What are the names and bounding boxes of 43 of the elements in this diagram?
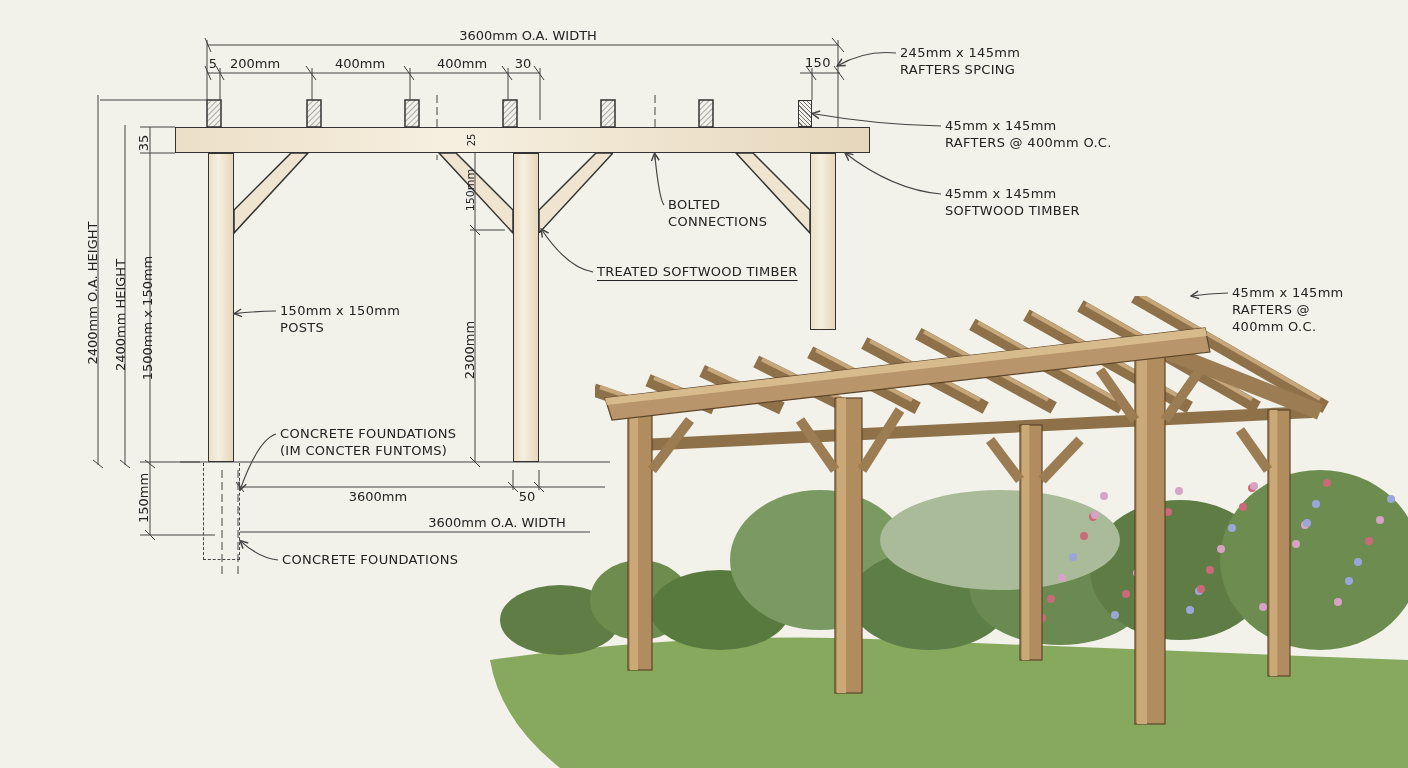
dimension-label: 1500mm x 150mm bbox=[139, 255, 155, 381]
dimension-label: 25 bbox=[465, 133, 477, 147]
beam bbox=[175, 127, 870, 153]
post bbox=[513, 153, 539, 462]
dimension-label: 400mm bbox=[436, 55, 488, 71]
callout-text: 150mm x 150mm POSTS bbox=[280, 302, 430, 336]
leader-line bbox=[540, 228, 594, 273]
dimension-label: 5 bbox=[208, 55, 218, 71]
callout-text: 45mm x 145mm RAFTERS @ 400mm O.C. bbox=[945, 117, 1117, 151]
dimension-label: 3600mm O.A. WIDTH bbox=[459, 27, 597, 43]
dimension-label: 150mm bbox=[463, 168, 477, 212]
callout-text: 245mm x 145mm RAFTERS SPCING bbox=[900, 44, 1050, 78]
dimension-label: 200mm bbox=[229, 55, 281, 71]
dimension-label: 2400mm HEIGHT bbox=[112, 258, 128, 372]
callout-text: CONCRETE FOUNDATIONS (IM CONCTER FUNTOMS) bbox=[280, 425, 462, 459]
leader-line bbox=[233, 308, 277, 318]
callout-text: CONCRETE FOUNDATIONS bbox=[282, 551, 492, 568]
rafter bbox=[798, 100, 812, 127]
post bbox=[810, 153, 836, 330]
dimension-label: 2300mm bbox=[461, 320, 477, 380]
dimension-label: 3600mm O.A. WIDTH bbox=[428, 514, 566, 530]
leader-line bbox=[1190, 290, 1229, 300]
callout-text: 150 bbox=[805, 54, 833, 71]
post bbox=[208, 153, 234, 462]
leader-line bbox=[239, 539, 279, 561]
callout-text: 45mm x 145mm SOFTWOOD TIMBER bbox=[945, 185, 1115, 219]
callout-text: TREATED SOFTWOOD TIMBER bbox=[597, 263, 812, 280]
callout-text: BOLTED CONNECTIONS bbox=[668, 196, 788, 230]
dimension-label: 3600mm bbox=[348, 488, 408, 504]
concrete-footing bbox=[203, 463, 240, 560]
dimension-label: 30 bbox=[514, 55, 532, 71]
leader-line bbox=[811, 110, 942, 127]
leader-line bbox=[836, 51, 897, 67]
knee-brace bbox=[539, 153, 613, 233]
dimension-label: 50 bbox=[518, 488, 536, 504]
callout-text: 45mm x 145mm RAFTERS @ 400mm O.C. bbox=[1232, 284, 1357, 335]
dimension-label: 35 bbox=[135, 134, 151, 152]
dimension-label: 400mm bbox=[334, 55, 386, 71]
leader-line bbox=[650, 152, 665, 206]
dimension-label: 2400mm O.A. HEIGHT bbox=[84, 221, 100, 365]
dimension-label: 150mm bbox=[135, 472, 151, 524]
leader-line bbox=[844, 152, 942, 195]
leader-line bbox=[238, 433, 277, 491]
